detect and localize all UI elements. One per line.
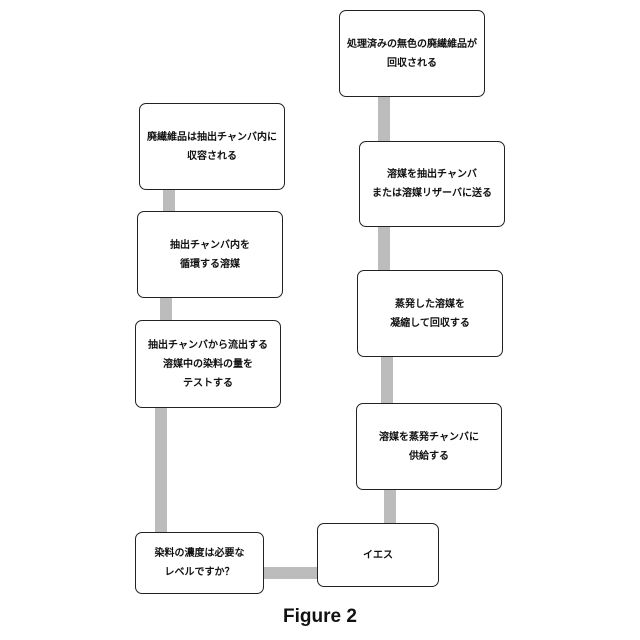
node-send-solvent: 溶媒を抽出チャンバ または溶媒リザーバに送る [359,141,505,227]
node-waste-in-chamber: 廃繊維品は抽出チャンバ内に 収容される [139,103,285,190]
connector-condense-to-evaporate [381,356,393,404]
node-condense: 蒸発した溶媒を 凝縮して回収する [357,270,503,357]
connector-waste-recovered-to-send-solvent [378,96,390,142]
connector-test-to-check [155,406,167,534]
connector-circulate-to-test [160,297,172,322]
node-concentration-check: 染料の濃度は必要な レベルですか？ [135,532,264,594]
connector-send-solvent-to-condense [378,226,390,271]
node-circulate: 抽出チャンバ内を 循環する溶媒 [137,211,283,298]
node-waste-recovered: 処理済みの無色の廃繊維品が 回収される [339,10,485,97]
figure-caption: Figure 2 [0,606,640,628]
node-yes: イエス [317,523,439,587]
connector-check-to-yes [263,567,319,579]
node-evaporate: 溶媒を蒸発チャンバに 供給する [356,403,502,490]
connector-evaporate-to-yes [384,489,396,525]
node-test-dye: 抽出チャンバから流出する 溶媒中の染料の量を テストする [135,320,281,408]
connector-waste-to-circulate [163,189,175,213]
